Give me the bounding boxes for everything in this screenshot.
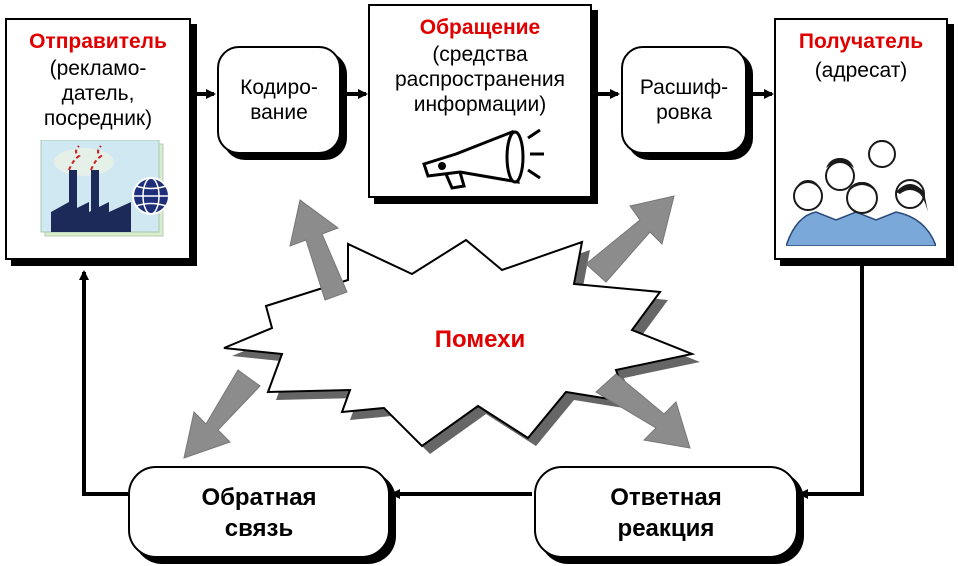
noise-arrow-to-decoding bbox=[585, 195, 675, 283]
noise-arrow-to-encoding bbox=[289, 199, 348, 301]
encoding-label: Кодиро- вание bbox=[240, 76, 318, 124]
noise-arrow-to-response bbox=[595, 373, 691, 449]
receiver-subtitle: (адресат) bbox=[814, 59, 908, 82]
message-title: Обращение bbox=[419, 16, 541, 39]
sender-subtitle: (рекламо- датель, посредник) bbox=[43, 57, 153, 130]
feedback-box: Обратная связь bbox=[128, 466, 390, 558]
receiver-title: Получатель bbox=[798, 30, 924, 53]
encoding-box: Кодиро- вание bbox=[217, 46, 341, 154]
message-subtitle: (средства распространения информации) bbox=[394, 43, 566, 116]
noise-arrow-to-feedback bbox=[183, 369, 261, 459]
response-label: Ответная реакция bbox=[610, 484, 722, 542]
receiver-box: Получатель (адресат) bbox=[774, 18, 948, 260]
noise-label: Помехи bbox=[434, 326, 526, 353]
arrow-receiver-to-response bbox=[798, 266, 864, 499]
arrow-feedback-to-sender bbox=[79, 270, 128, 496]
response-box: Ответная реакция bbox=[534, 466, 798, 558]
sender-box: Отправитель (рекламо- датель, посредник) bbox=[5, 18, 191, 260]
sender-title: Отправитель bbox=[29, 30, 167, 53]
message-box: Обращение (средства распространения инфо… bbox=[368, 4, 592, 198]
feedback-label: Обратная связь bbox=[201, 484, 317, 542]
megaphone-icon bbox=[422, 128, 544, 190]
flow-connectors bbox=[79, 89, 864, 499]
factory-globe-icon bbox=[40, 140, 170, 237]
decoding-label: Расшиф- ровка bbox=[639, 76, 729, 124]
noise-arrows bbox=[183, 195, 691, 459]
decoding-box: Расшиф- ровка bbox=[621, 46, 747, 154]
people-group-icon bbox=[786, 140, 936, 246]
